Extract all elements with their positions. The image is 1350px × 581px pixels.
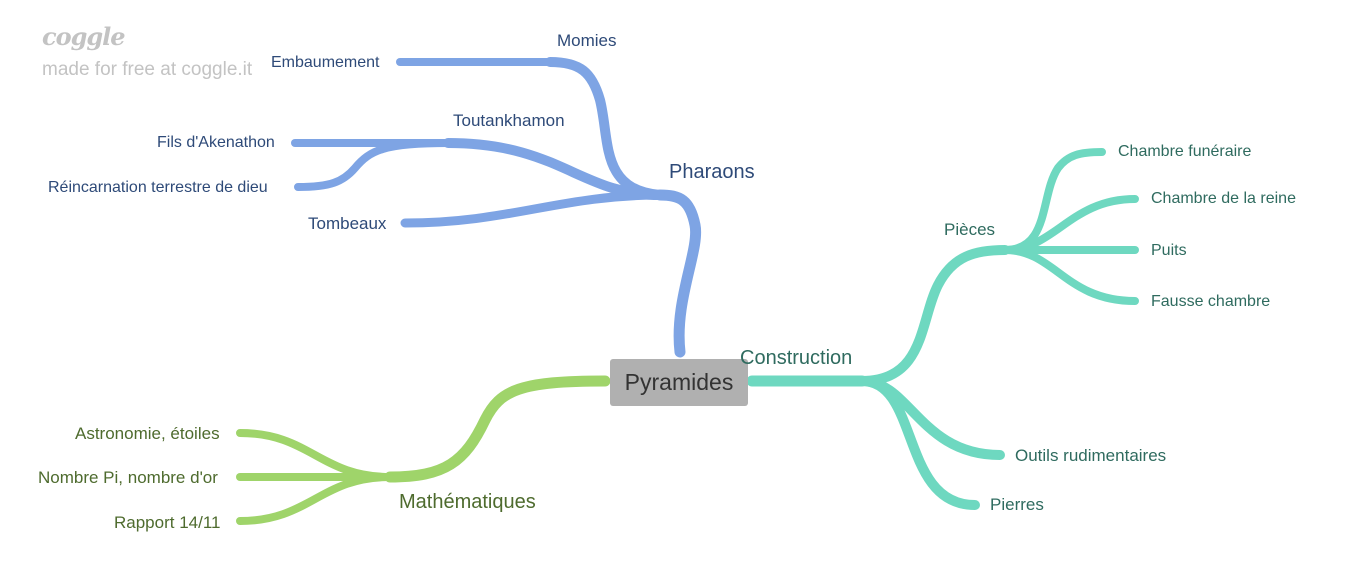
branch-pieces-fausse-chambre [1001,246,1139,305]
branch-pieces-chambre-funeraire [1001,148,1106,254]
branch-math-astronomie [236,429,394,481]
node-pieces[interactable]: Pièces [944,220,996,239]
node-fausse-chambre[interactable]: Fausse chambre [1151,293,1271,310]
branch-construction-pieces [857,245,1010,386]
node-tombeaux[interactable]: Tombeaux [308,214,387,233]
node-momies[interactable]: Momies [557,31,617,50]
branch-pharaons-momies [545,57,665,200]
branch-math-rapport [236,473,394,525]
node-astronomie[interactable]: Astronomie, étoiles [75,424,220,443]
branch-pyramides-pharaons [654,189,702,358]
node-chambre-reine[interactable]: Chambre de la reine [1151,190,1296,207]
coggle-logo: coggle [42,22,126,51]
made-for-free-link[interactable]: made for free at coggle.it [42,59,253,80]
root-node-label: Pyramides [624,369,734,395]
node-pharaons[interactable]: Pharaons [669,161,755,183]
root-node[interactable]: Pyramides [610,359,748,406]
node-rapport[interactable]: Rapport 14/11 [114,513,221,532]
coggle-branding: coggle made for free at coggle.it [42,22,252,81]
branch-toutankhamon-reincarnation [294,139,452,191]
branch-pharaons-toutankhamon [443,138,665,200]
branch-construction-pierres [857,376,980,510]
node-construction[interactable]: Construction [740,347,853,369]
branch-pharaons-tombeaux [400,190,665,228]
node-outils-rudimentaires[interactable]: Outils rudimentaires [1015,446,1167,465]
node-toutankhamon[interactable]: Toutankhamon [453,111,565,130]
node-chambre-funeraire[interactable]: Chambre funéraire [1118,143,1252,160]
node-mathematiques[interactable]: Mathématiques [399,491,536,513]
branch-pyramides-mathematiques [384,375,611,483]
node-puits[interactable]: Puits [1151,242,1187,259]
node-nombre-pi[interactable]: Nombre Pi, nombre d'or [38,468,218,487]
node-embaumement[interactable]: Embaumement [271,54,380,71]
node-reincarnation[interactable]: Réincarnation terrestre de dieu [48,179,268,196]
node-fils-akenathon[interactable]: Fils d'Akenathon [157,134,275,151]
node-pierres[interactable]: Pierres [990,495,1044,514]
